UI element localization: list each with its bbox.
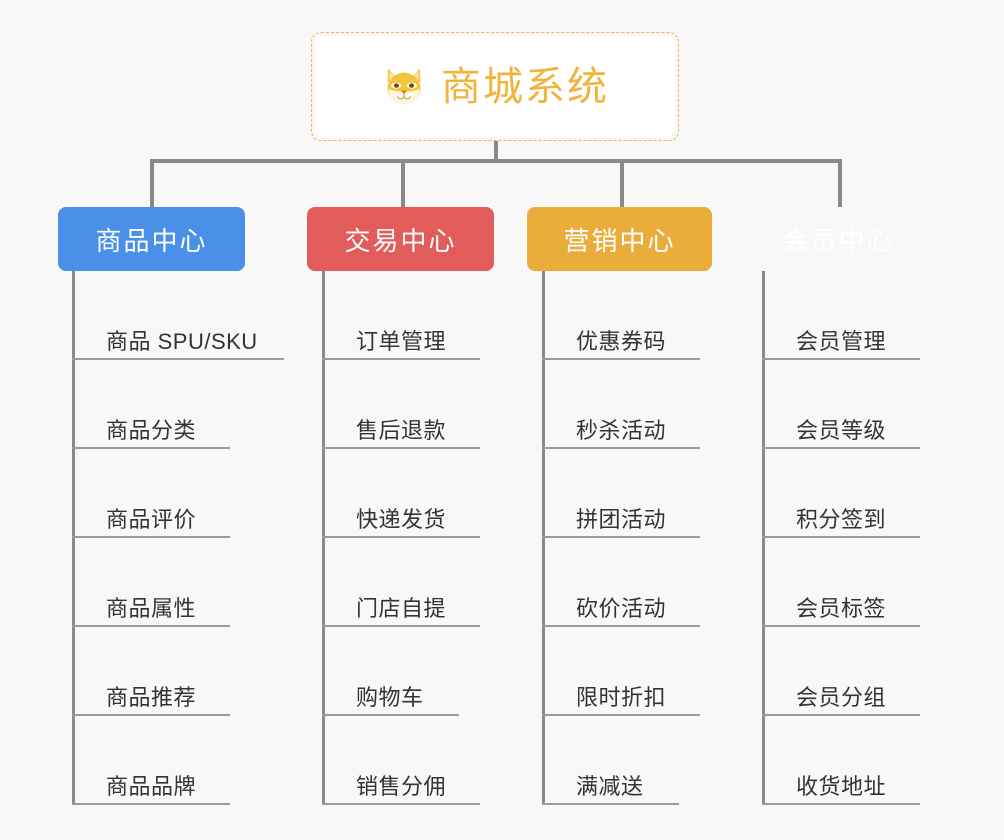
child-item-label: 商品推荐 bbox=[106, 684, 197, 710]
category-label: 会员中心 bbox=[782, 225, 895, 256]
child-item[interactable]: 秒杀活动 bbox=[542, 360, 700, 449]
child-item-label: 会员等级 bbox=[796, 417, 887, 443]
child-item-underline bbox=[322, 536, 480, 538]
child-item-label: 商品评价 bbox=[106, 506, 197, 532]
connector-horizontal-bus bbox=[150, 159, 838, 163]
child-item[interactable]: 商品评价 bbox=[72, 449, 258, 538]
child-rail bbox=[322, 271, 325, 805]
child-item-underline bbox=[542, 536, 700, 538]
child-item-label: 限时折扣 bbox=[576, 684, 667, 710]
child-item-underline bbox=[72, 714, 230, 716]
child-item[interactable]: 销售分佣 bbox=[322, 716, 480, 805]
child-item[interactable]: 快递发货 bbox=[322, 449, 480, 538]
child-item-underline bbox=[762, 803, 920, 805]
category-box-2[interactable]: 交易中心 bbox=[307, 207, 494, 271]
child-item-label: 优惠券码 bbox=[576, 328, 667, 354]
child-item-underline bbox=[72, 447, 230, 449]
child-item[interactable]: 积分签到 bbox=[762, 449, 920, 538]
child-item-label: 收货地址 bbox=[796, 773, 887, 799]
connector-drop-4 bbox=[838, 159, 842, 207]
child-item-underline bbox=[72, 536, 230, 538]
category-box-1[interactable]: 商品中心 bbox=[58, 207, 245, 271]
child-rail bbox=[542, 271, 545, 805]
child-item-label: 商品品牌 bbox=[106, 773, 197, 799]
root-title: 商城系统 bbox=[441, 64, 609, 109]
child-item-label: 满减送 bbox=[576, 773, 644, 799]
child-item[interactable]: 收货地址 bbox=[762, 716, 920, 805]
child-item-underline bbox=[762, 358, 920, 360]
child-item-underline bbox=[762, 536, 920, 538]
child-item[interactable]: 商品分类 bbox=[72, 360, 258, 449]
child-item-underline bbox=[542, 803, 679, 805]
child-item-underline bbox=[542, 358, 700, 360]
shiba-inu-icon bbox=[387, 67, 421, 104]
child-item-underline bbox=[72, 625, 230, 627]
root-node-inner: 商城系统 bbox=[315, 36, 675, 137]
child-item[interactable]: 订单管理 bbox=[322, 271, 480, 360]
child-item-label: 会员标签 bbox=[796, 595, 887, 621]
child-column-1: 商品 SPU/SKU 商品分类商品评价商品属性商品推荐商品品牌 bbox=[72, 271, 284, 805]
category-label: 交易中心 bbox=[344, 225, 457, 256]
child-item[interactable]: 会员标签 bbox=[762, 538, 920, 627]
child-item-underline bbox=[762, 447, 920, 449]
child-item[interactable]: 商品推荐 bbox=[72, 627, 258, 716]
child-item[interactable]: 售后退款 bbox=[322, 360, 480, 449]
child-item[interactable]: 门店自提 bbox=[322, 538, 480, 627]
child-item-label: 会员分组 bbox=[796, 684, 887, 710]
child-item-underline bbox=[322, 447, 480, 449]
child-item[interactable]: 购物车 bbox=[322, 627, 459, 716]
child-column-3: 优惠券码秒杀活动拼团活动砍价活动限时折扣满减送 bbox=[542, 271, 700, 805]
child-item-underline bbox=[542, 447, 700, 449]
child-item-label: 砍价活动 bbox=[576, 595, 667, 621]
child-item[interactable]: 会员分组 bbox=[762, 627, 920, 716]
child-item-label: 商品 SPU/SKU bbox=[106, 328, 258, 354]
child-item[interactable]: 拼团活动 bbox=[542, 449, 700, 538]
child-item[interactable]: 砍价活动 bbox=[542, 538, 700, 627]
child-item[interactable]: 会员等级 bbox=[762, 360, 920, 449]
child-item-label: 订单管理 bbox=[356, 328, 447, 354]
connector-drop-3 bbox=[620, 159, 624, 207]
child-column-4: 会员管理会员等级积分签到会员标签会员分组收货地址 bbox=[762, 271, 920, 805]
child-item[interactable]: 商品品牌 bbox=[72, 716, 258, 805]
category-box-4[interactable]: 会员中心 bbox=[745, 207, 932, 271]
child-item-underline bbox=[72, 358, 284, 360]
child-item-label: 购物车 bbox=[356, 684, 424, 710]
child-item-label: 销售分佣 bbox=[356, 773, 447, 799]
child-item-underline bbox=[762, 714, 920, 716]
child-item-underline bbox=[322, 714, 459, 716]
child-item[interactable]: 会员管理 bbox=[762, 271, 920, 360]
child-item[interactable]: 商品 SPU/SKU bbox=[72, 271, 284, 360]
child-item-underline bbox=[322, 358, 480, 360]
child-item[interactable]: 满减送 bbox=[542, 716, 679, 805]
category-label: 营销中心 bbox=[563, 225, 676, 256]
connector-drop-1 bbox=[150, 159, 154, 207]
connector-root-stem bbox=[494, 141, 498, 163]
child-item-underline bbox=[542, 714, 700, 716]
category-box-3[interactable]: 营销中心 bbox=[527, 207, 712, 271]
child-item-underline bbox=[322, 803, 480, 805]
child-item-underline bbox=[762, 625, 920, 627]
category-label: 商品中心 bbox=[95, 225, 208, 256]
child-item-label: 快递发货 bbox=[356, 506, 447, 532]
child-item[interactable]: 商品属性 bbox=[72, 538, 258, 627]
root-node[interactable]: 商城系统 bbox=[311, 32, 679, 141]
child-item-label: 商品分类 bbox=[106, 417, 197, 443]
child-rail bbox=[72, 271, 75, 805]
child-item-label: 售后退款 bbox=[356, 417, 447, 443]
child-item-underline bbox=[322, 625, 480, 627]
child-item-label: 会员管理 bbox=[796, 328, 887, 354]
child-item-label: 门店自提 bbox=[356, 595, 447, 621]
child-item-underline bbox=[72, 803, 230, 805]
child-item-underline bbox=[542, 625, 700, 627]
child-rail bbox=[762, 271, 765, 805]
child-item-label: 拼团活动 bbox=[576, 506, 667, 532]
child-item[interactable]: 优惠券码 bbox=[542, 271, 700, 360]
child-item[interactable]: 限时折扣 bbox=[542, 627, 700, 716]
child-column-2: 订单管理售后退款快递发货门店自提购物车销售分佣 bbox=[322, 271, 480, 805]
child-item-label: 积分签到 bbox=[796, 506, 887, 532]
child-item-label: 商品属性 bbox=[106, 595, 197, 621]
child-item-label: 秒杀活动 bbox=[576, 417, 667, 443]
connector-drop-2 bbox=[401, 159, 405, 207]
